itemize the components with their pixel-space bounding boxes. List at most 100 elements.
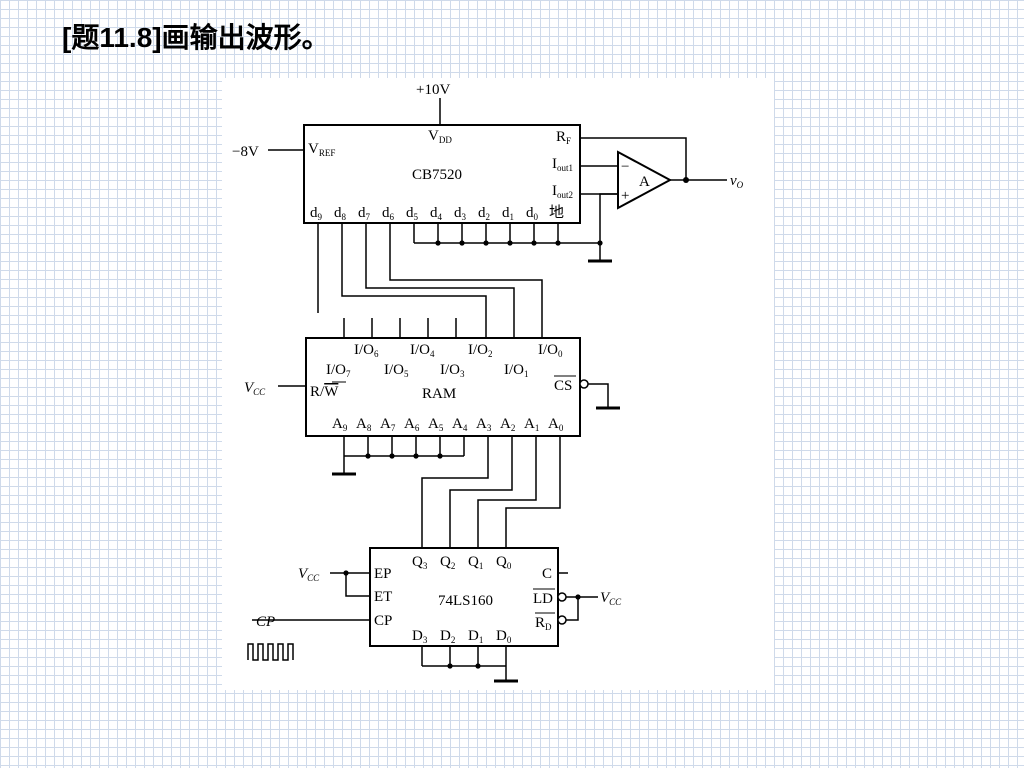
- feedback-wire: [580, 137, 687, 180]
- cs-bubble: [579, 379, 589, 389]
- dac-iout2-pin: Iout2: [552, 183, 573, 200]
- ram-a0: A0: [548, 416, 564, 433]
- wire-a0-q0: [505, 436, 561, 548]
- ld-bubble: [557, 592, 567, 602]
- counter-vcc-left-label: VCC: [298, 566, 320, 583]
- cp-input-label: CP: [256, 614, 275, 630]
- opamp-triangle: [617, 150, 673, 210]
- supply-minus-8v-label: −8V: [232, 144, 259, 160]
- circuit-figure: CB7520 VREF VDD RF Iout1 Iout2 地 d9 d8 d…: [222, 78, 774, 690]
- addr-junction-2: [389, 453, 395, 459]
- wire-a3-q3: [421, 436, 489, 548]
- wire-d7: [365, 223, 515, 338]
- ram-io0: I/O0: [538, 342, 563, 359]
- slide-title: [题11.8]画输出波形。: [62, 22, 330, 53]
- ram-io6: I/O6: [354, 342, 379, 359]
- dac-name: CB7520: [412, 167, 462, 183]
- opamp: A − +: [617, 150, 673, 210]
- dac-pin-d2: d2: [478, 205, 490, 222]
- ram-io1: I/O1: [504, 362, 529, 379]
- clock-waveform-icon: [247, 643, 294, 661]
- ram-a8: A8: [356, 416, 372, 433]
- dac-pin-d0: d0: [526, 205, 539, 222]
- ld-rd-junction: [575, 594, 581, 600]
- ram-a7: A7: [380, 416, 396, 433]
- wire-d8: [341, 223, 487, 338]
- ram-io7: I/O7: [326, 362, 351, 379]
- bus-junction-5: [531, 240, 537, 246]
- ram-a6: A6: [404, 416, 420, 433]
- counter-chip: 74LS160 Q3 Q2 Q1 Q0 D3 D2 D1 D0 EP ET CP…: [369, 547, 559, 647]
- output-vo-label: vO: [730, 173, 744, 190]
- wire-a1-q1: [477, 436, 537, 548]
- opamp-minus-sign: −: [621, 159, 629, 175]
- ram-a3: A3: [476, 416, 492, 433]
- ram-io5: I/O5: [384, 362, 409, 379]
- dac-pin-d4: d4: [430, 205, 443, 222]
- supply-plus-10v-label: +10V: [416, 82, 450, 98]
- dac-pin-d5: d5: [406, 205, 419, 222]
- wire-d6: [389, 223, 543, 338]
- wire-a2-q2: [449, 436, 513, 548]
- counter-ld-pin: LD: [533, 591, 553, 607]
- dac-pin-d6: d6: [382, 205, 395, 222]
- ram-a5: A5: [428, 416, 444, 433]
- counter-d0: D0: [496, 628, 512, 645]
- dac-vdd-pin: VDD: [428, 128, 452, 145]
- ram-io2: I/O2: [468, 342, 493, 359]
- opamp-label: A: [639, 174, 650, 190]
- counter-c-pin: C: [542, 566, 552, 582]
- bus-junction-3: [483, 240, 489, 246]
- bus-junction-6: [555, 240, 561, 246]
- bus-junction-4: [507, 240, 513, 246]
- dac-pin-d7: d7: [358, 205, 371, 222]
- counter-q0: Q0: [496, 554, 512, 571]
- counter-name: 74LS160: [438, 593, 493, 609]
- ram-a9: A9: [332, 416, 348, 433]
- ram-rw-pin: R/W: [310, 384, 339, 400]
- dbus-junction-2: [475, 663, 481, 669]
- addr-junction-4: [437, 453, 443, 459]
- counter-d1: D1: [468, 628, 483, 645]
- ram-a1: A1: [524, 416, 539, 433]
- dac-chip: CB7520 VREF VDD RF Iout1 Iout2 地 d9 d8 d…: [303, 124, 581, 224]
- ram-name: RAM: [422, 386, 456, 402]
- dac-pin-d3: d3: [454, 205, 467, 222]
- ram-io4: I/O4: [410, 342, 435, 359]
- ram-body: [305, 337, 581, 437]
- rd-vcc-wire: [566, 597, 579, 621]
- bus-junction-2: [459, 240, 465, 246]
- counter-cp-pin: CP: [374, 613, 392, 629]
- counter-q1: Q1: [468, 554, 483, 571]
- et-vcc-wire: [345, 573, 370, 597]
- counter-ep-pin: EP: [374, 566, 392, 582]
- counter-vcc-right-label: VCC: [600, 590, 622, 607]
- ep-et-junction: [343, 570, 349, 576]
- opamp-plus-sign: +: [621, 188, 629, 204]
- dac-body: [303, 124, 581, 224]
- ram-chip: RAM I/O6 I/O4 I/O2 I/O0 I/O7 I/O5 I/O3 I…: [305, 337, 581, 437]
- ram-cs-pin: CS: [554, 378, 572, 394]
- dac-pin-d8: d8: [334, 205, 347, 222]
- dbus-junction-1: [447, 663, 453, 669]
- iout2-ground-wire: [599, 193, 618, 261]
- dac-pin-d1: d1: [502, 205, 514, 222]
- counter-et-pin: ET: [374, 589, 392, 605]
- dac-ground-pin: 地: [549, 204, 564, 221]
- counter-rd-pin: RD: [535, 615, 552, 632]
- addr-junction-1: [365, 453, 371, 459]
- counter-body: [369, 547, 559, 647]
- output-junction: [683, 177, 689, 183]
- bus-junction-1: [435, 240, 441, 246]
- addr-junction-3: [413, 453, 419, 459]
- dac-rf-pin: RF: [556, 129, 571, 146]
- cs-ground-wire: [588, 383, 609, 408]
- dac-pin-d9: d9: [310, 205, 323, 222]
- ram-vcc-label: VCC: [244, 380, 266, 397]
- ram-a4: A4: [452, 416, 468, 433]
- dac-vref-pin: VREF: [308, 141, 335, 158]
- counter-q3: Q3: [412, 554, 428, 571]
- counter-d2: D2: [440, 628, 455, 645]
- counter-d3: D3: [412, 628, 428, 645]
- rd-bubble: [557, 615, 567, 625]
